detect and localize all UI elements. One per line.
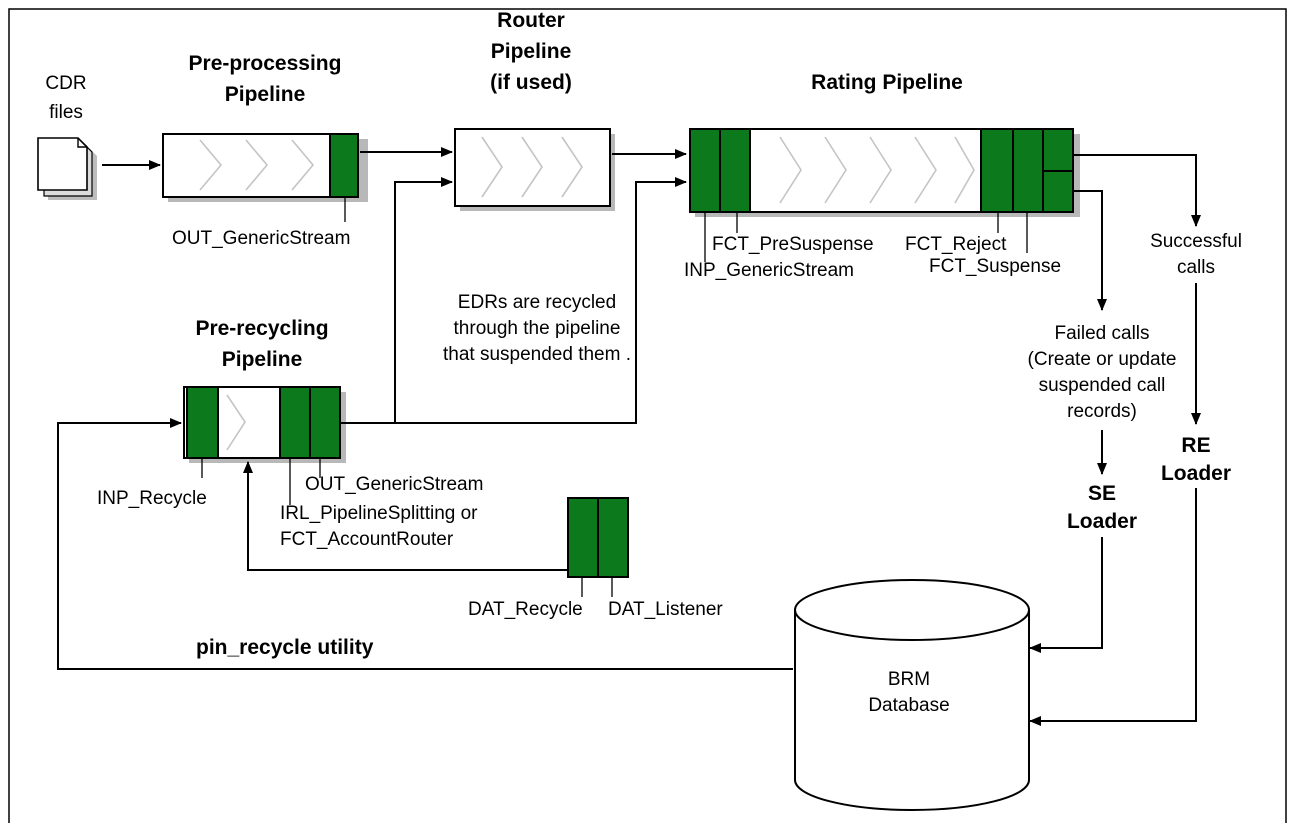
prerecycling-pipeline [183, 386, 346, 463]
cdr-files-icon [37, 137, 97, 200]
successful-calls-label-2: calls [1177, 257, 1215, 278]
irl-splitting-label-1: IRL_PipelineSplitting or [280, 503, 478, 524]
preprocessing-title-2: Pipeline [225, 83, 306, 106]
fct-presuspense-module [719, 128, 751, 213]
rating-title: Rating Pipeline [811, 71, 963, 94]
inp-recycle-module [186, 386, 219, 459]
database-label-1: BRM [888, 669, 930, 690]
arrow-se-loader-to-database [1029, 537, 1103, 653]
dat-recycle-module [567, 497, 599, 578]
pin-recycle-utility-label: pin_recycle utility [196, 636, 374, 659]
se-loader-label-1: SE [1088, 482, 1116, 505]
irl-pipeline-splitting-module [279, 386, 311, 459]
failed-calls-label-1: Failed calls [1054, 323, 1149, 344]
failed-calls-label-3: suspended call [1039, 375, 1166, 396]
failed-calls-label-2: (Create or update [1028, 349, 1177, 370]
inp-generic-stream-label: INP_GenericStream [684, 260, 854, 281]
arrow-recycle-to-rating [395, 177, 687, 424]
out-generic-stream-recycle-module [309, 386, 341, 459]
preprocessing-title-1: Pre-processing [189, 52, 342, 75]
fct-suspense-module [1012, 128, 1044, 213]
prerecycling-title-1: Pre-recycling [195, 317, 328, 340]
recycle-note-2: through the pipeline [454, 318, 621, 339]
recycle-note-3: that suspended them . [443, 344, 631, 365]
re-loader-label-2: Loader [1161, 462, 1231, 485]
rating-pipeline [689, 128, 1080, 217]
irl-splitting-label-2: FCT_AccountRouter [280, 529, 454, 550]
router-title-1: Router [497, 9, 565, 32]
fct-reject-label: FCT_Reject [905, 234, 1007, 255]
inp-recycle-label: INP_Recycle [97, 488, 207, 509]
rating-output-module-lower [1042, 170, 1074, 213]
fct-suspense-label: FCT_Suspense [929, 256, 1061, 277]
router-pipeline [454, 128, 615, 211]
fct-presuspense-label: FCT_PreSuspense [712, 234, 874, 255]
prerecycling-title-2: Pipeline [222, 348, 303, 371]
preprocessing-out-label: OUT_GenericStream [172, 228, 350, 249]
dat-modules [567, 497, 629, 578]
cdr-files-label-2: files [49, 102, 83, 123]
database-cylinder-icon [794, 579, 1030, 811]
se-loader-label-2: Loader [1067, 510, 1137, 533]
cdr-files-label-1: CDR [45, 73, 86, 94]
database-label-2: Database [868, 695, 949, 716]
router-title-2: Pipeline [491, 40, 572, 63]
arrow-recycle-to-router [340, 177, 453, 424]
successful-calls-label-1: Successful [1150, 231, 1242, 252]
dat-listener-module [597, 497, 629, 578]
rating-output-module-upper [1042, 128, 1074, 172]
dat-recycle-label: DAT_Recycle [468, 599, 583, 620]
router-title-3: (if used) [490, 71, 572, 94]
arrow-failed-calls [1073, 190, 1107, 311]
inp-generic-stream-module [689, 128, 721, 213]
out-generic-stream-module [329, 133, 359, 198]
arrow-pin-recycle-utility [57, 418, 793, 670]
dat-listener-label: DAT_Listener [608, 599, 723, 620]
fct-reject-module [980, 128, 1014, 213]
arrow-successful-calls [1073, 154, 1201, 227]
arrow-re-loader-to-database [1029, 488, 1197, 726]
arrow-dat-to-prerecycling [243, 461, 568, 571]
out-generic-recycle-label: OUT_GenericStream [305, 474, 483, 495]
failed-calls-label-4: records) [1067, 401, 1137, 422]
re-loader-label-1: RE [1181, 434, 1210, 457]
preprocessing-pipeline [162, 133, 368, 202]
recycle-note-1: EDRs are recycled [458, 292, 616, 313]
